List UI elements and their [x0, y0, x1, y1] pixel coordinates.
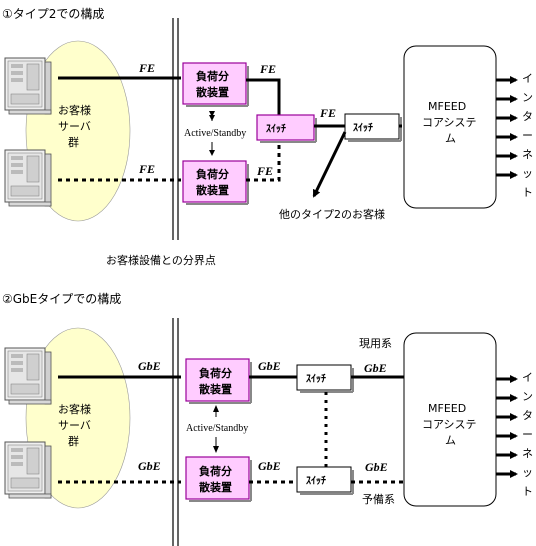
- fe-link-lb-switch-bottom: [246, 142, 281, 182]
- core-system: [403, 45, 497, 209]
- active-standby-label: Active/Standby: [184, 128, 246, 139]
- customer-group-ellipse: [25, 40, 131, 222]
- switch-label: ｽｲｯﾁ: [266, 123, 286, 135]
- fe-label: FE: [138, 162, 155, 176]
- load-balancer-label: 負荷分: [196, 167, 229, 181]
- gbe-label: GbE: [138, 359, 161, 373]
- internet-arrows: [496, 375, 518, 478]
- load-balancer-label: 散装置: [199, 480, 232, 494]
- standby-label: 予備系: [362, 493, 395, 506]
- customer-group-ellipse: [25, 327, 131, 509]
- switch-label: ｽｲｯﾁ: [306, 475, 326, 487]
- internet-arrows: [496, 76, 518, 179]
- load-balancer-bottom: [182, 160, 247, 203]
- customer-group-label: お客様: [58, 103, 91, 117]
- internet-label: インターネット: [522, 72, 533, 199]
- load-balancer-label: 散装置: [199, 382, 232, 396]
- load-balancer-label: 散装置: [196, 183, 229, 197]
- core-system-label: コアシステ: [422, 116, 477, 129]
- boundary-label: お客様設備との分界点: [106, 253, 216, 267]
- server-icon: [4, 57, 52, 115]
- switch-label: ｽｲｯﾁ: [306, 373, 326, 385]
- core-system-label: ム: [445, 434, 456, 447]
- fe-label: FE: [138, 61, 155, 75]
- fe-label: FE: [319, 106, 336, 120]
- load-balancer-label: 負荷分: [199, 366, 232, 380]
- server-icon: [4, 441, 52, 499]
- internet-label: インターネット: [522, 371, 533, 498]
- active-label: 現用系: [359, 337, 392, 350]
- section1-title: ①タイプ2での構成: [2, 7, 104, 21]
- load-balancer-top: [182, 62, 247, 105]
- customer-group-label: サーバ: [58, 120, 91, 133]
- load-balancer-label: 散装置: [196, 85, 229, 99]
- load-balancer-top: [185, 358, 250, 402]
- switch-bottom: [296, 466, 352, 493]
- load-balancer-label: 負荷分: [196, 69, 229, 83]
- core-system: [403, 332, 497, 507]
- switch-pink: [256, 114, 315, 141]
- fe-label: FE: [259, 62, 276, 76]
- other-customers-label: 他のタイプ2のお客様: [279, 207, 385, 221]
- fe-label: FE: [256, 164, 273, 178]
- core-system-label: コアシステ: [422, 418, 477, 431]
- core-system-label: MFEED: [428, 402, 466, 415]
- server-icon: [4, 347, 52, 405]
- customer-group-label: 群: [68, 135, 79, 149]
- customer-group-label: サーバ: [58, 419, 91, 432]
- switch-label: ｽｲｯﾁ: [353, 122, 373, 134]
- server-icon: [4, 149, 52, 207]
- load-balancer-label: 負荷分: [199, 464, 232, 478]
- load-balancer-bottom: [185, 456, 250, 500]
- gbe-label: GbE: [138, 459, 161, 473]
- customer-group-label: 群: [68, 434, 79, 448]
- other-customers-arrow: [312, 131, 347, 198]
- gbe-label: GbE: [365, 460, 388, 474]
- gbe-label: GbE: [364, 361, 387, 375]
- core-system-label: ム: [445, 132, 456, 145]
- core-system-label: MFEED: [428, 100, 466, 113]
- section2-title: ②GbEタイプでの構成: [2, 292, 121, 306]
- gbe-label: GbE: [258, 359, 281, 373]
- active-standby-label: Active/Standby: [186, 423, 248, 434]
- gbe-label: GbE: [258, 459, 281, 473]
- customer-group-label: お客様: [58, 402, 91, 416]
- fe-link-lb-switch-top: [246, 78, 281, 115]
